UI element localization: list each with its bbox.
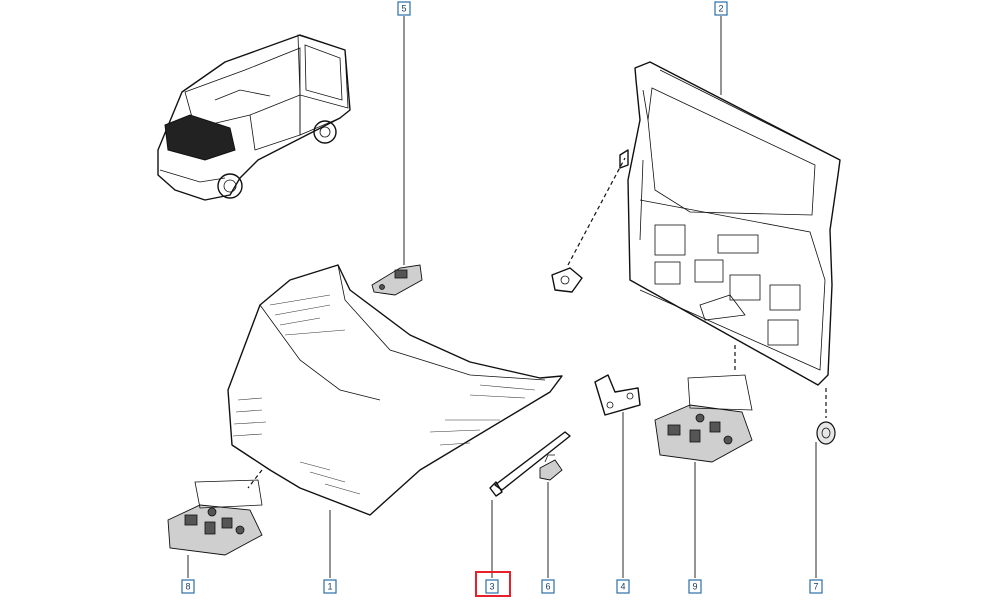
- part-label-5-text: 5: [401, 4, 406, 14]
- lock-bracket: [594, 374, 641, 416]
- part-label-6-text: 6: [545, 582, 550, 592]
- part-label-8[interactable]: 8: [181, 579, 195, 594]
- leader-lines: [187, 16, 817, 578]
- stay-rod-clip: [539, 454, 563, 481]
- bonnet-stay-rod: [489, 431, 571, 497]
- part-label-3[interactable]: 3: [485, 579, 499, 594]
- part-label-6[interactable]: 6: [541, 579, 555, 594]
- tailgate-inner-cutouts: [654, 224, 801, 346]
- tailgate-grommet: [816, 388, 836, 445]
- part-label-1-text: 1: [327, 582, 332, 592]
- tailgate-lock-mechanism: [654, 345, 753, 463]
- part-label-1[interactable]: 1: [323, 579, 337, 594]
- bonnet-lock-mechanism: [167, 469, 263, 556]
- part-label-9-text: 9: [692, 582, 697, 592]
- bonnet-panel: [227, 264, 563, 516]
- part-label-3-text: 3: [489, 582, 494, 592]
- part-label-7[interactable]: 7: [809, 579, 823, 594]
- tailgate-panel: [627, 61, 841, 386]
- part-label-8-text: 8: [185, 582, 190, 592]
- part-label-2[interactable]: 2: [714, 1, 728, 16]
- van-illustration: [157, 34, 351, 201]
- part-label-2-text: 2: [718, 4, 723, 14]
- part-label-4[interactable]: 4: [616, 579, 630, 594]
- part-label-4-text: 4: [620, 582, 625, 592]
- highlight-frame-3: [475, 571, 511, 597]
- part-label-7-text: 7: [813, 582, 818, 592]
- tailgate-hinge: [551, 149, 629, 293]
- striker-plate: [371, 264, 423, 296]
- part-label-5[interactable]: 5: [397, 1, 411, 16]
- part-label-9[interactable]: 9: [688, 579, 702, 594]
